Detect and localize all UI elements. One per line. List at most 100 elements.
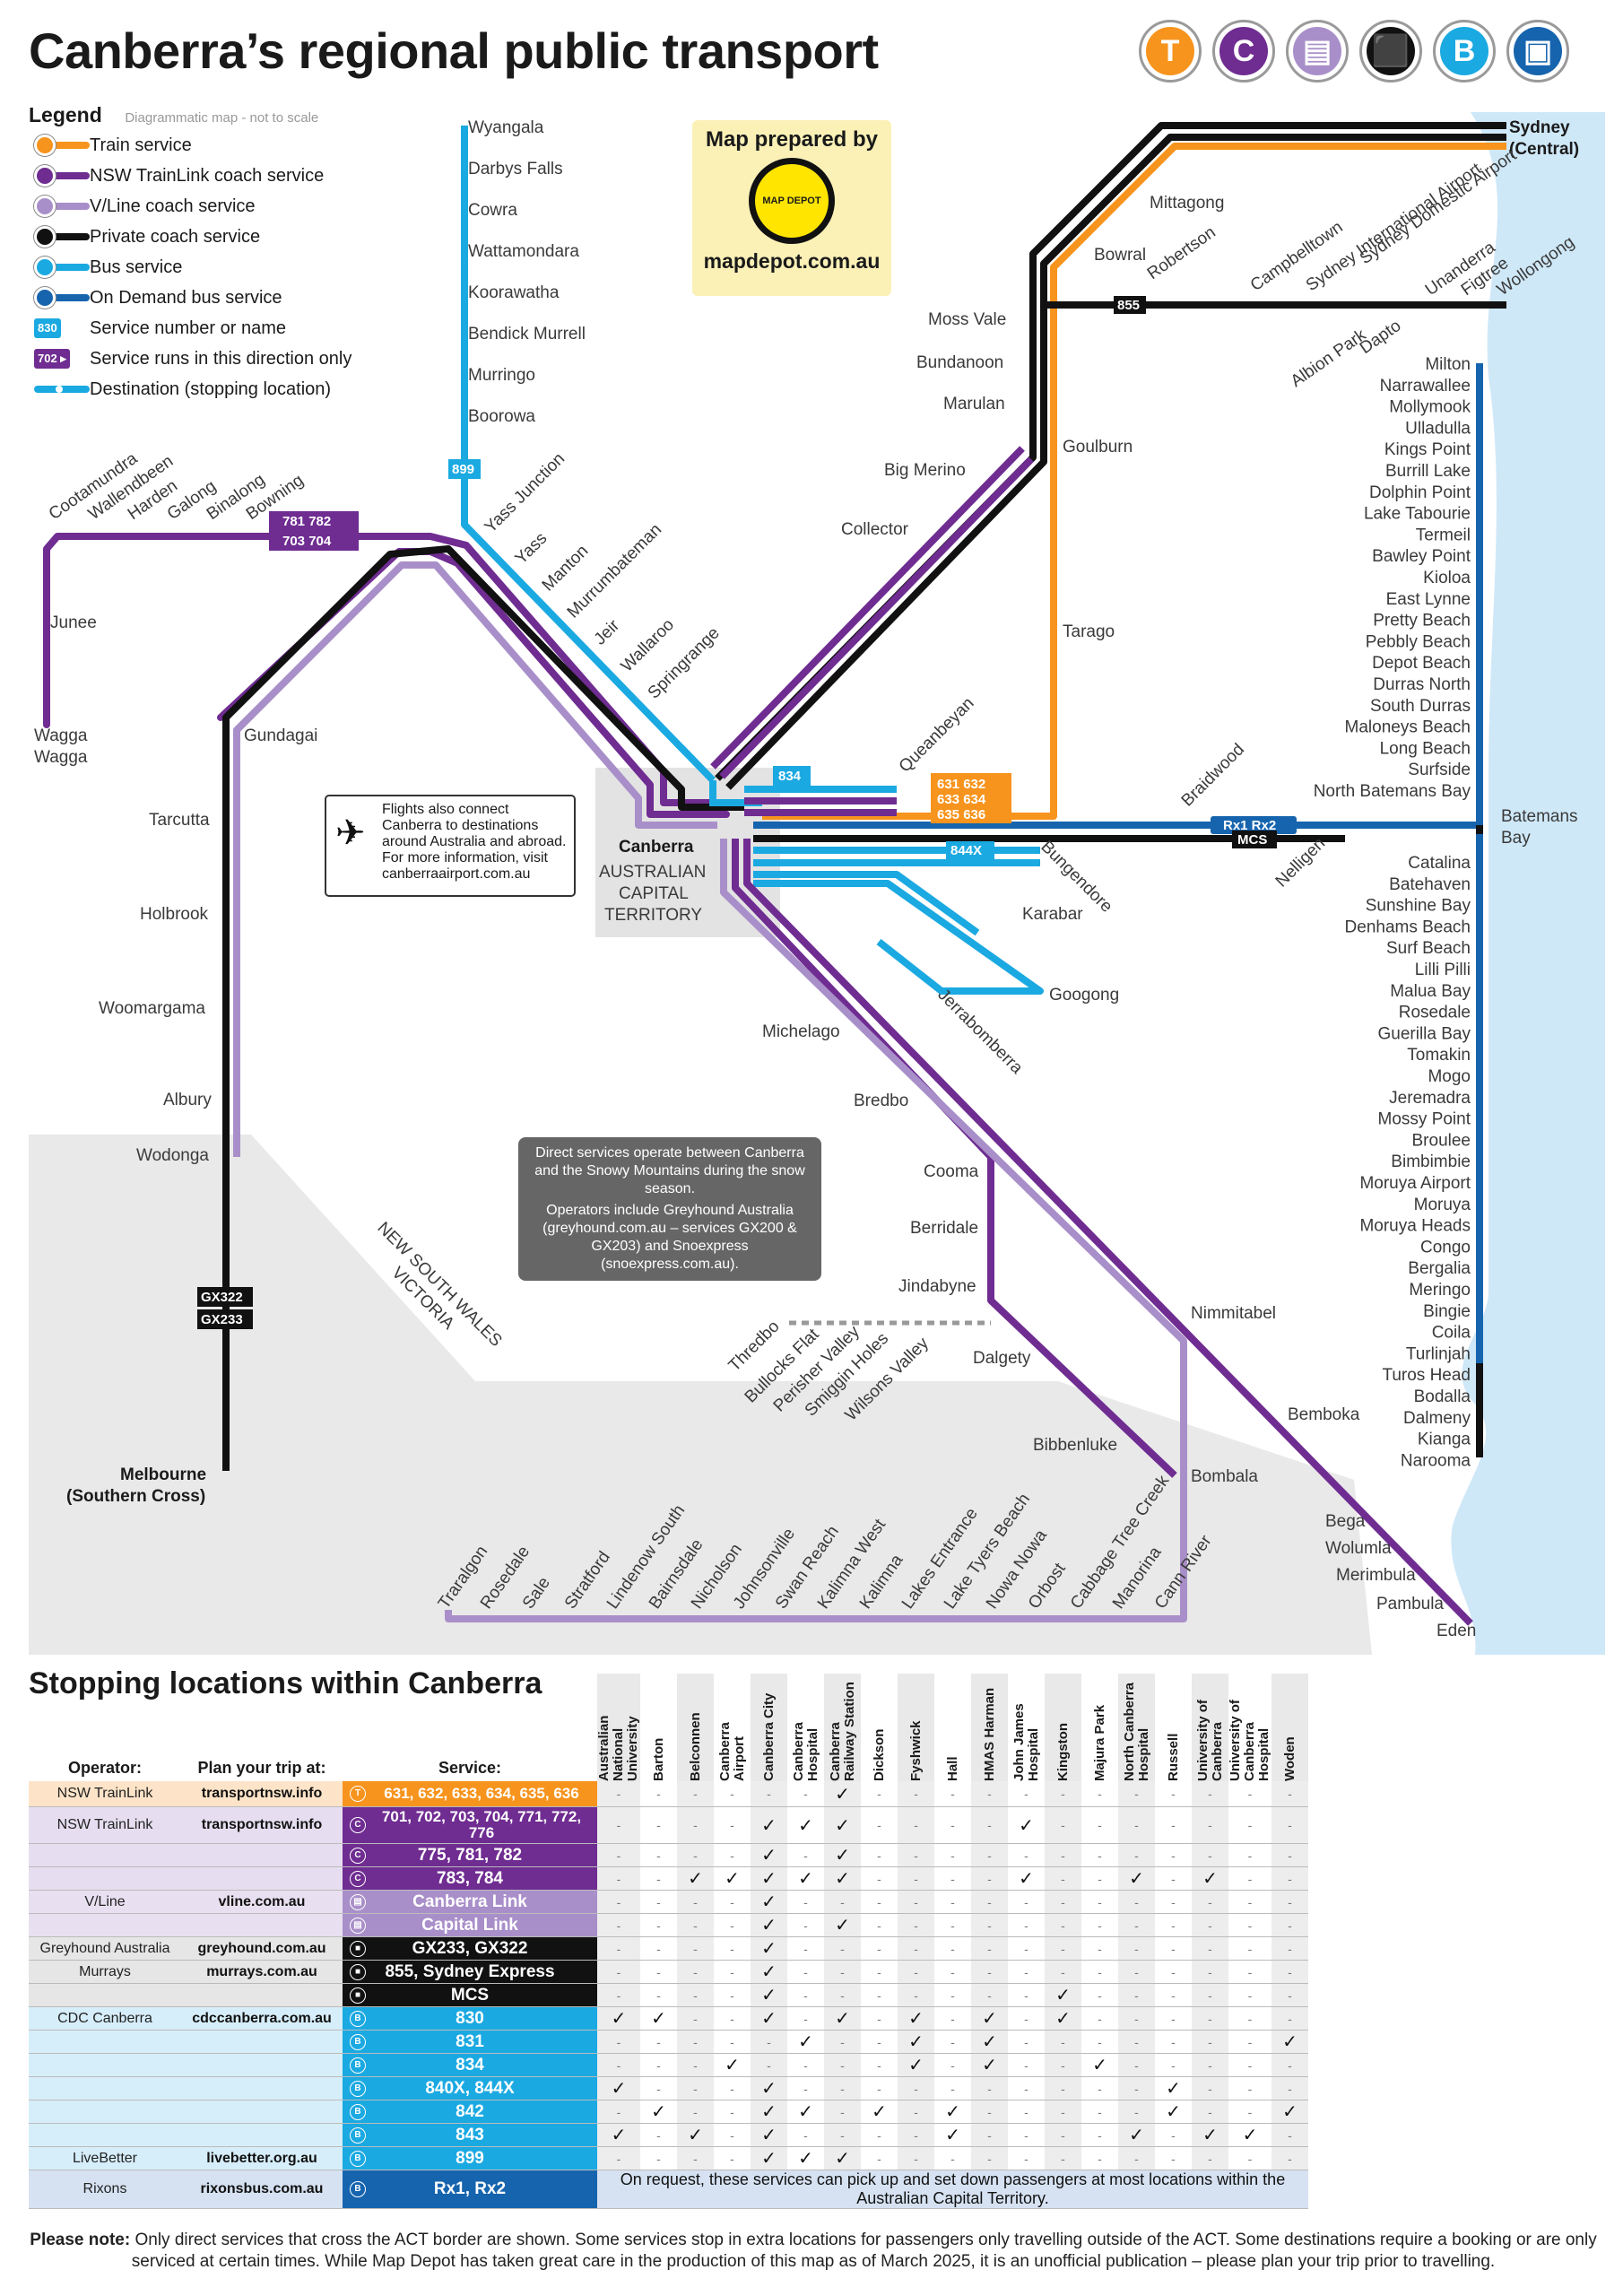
stop-header: Hall [944,1756,960,1781]
stop-cell: - [714,2146,751,2170]
legend-item: Bus service [29,256,182,279]
operator-cell: V/Line [29,1890,181,1914]
stop-cell: - [1008,2030,1045,2054]
route-south [445,839,1473,1626]
stop-cell: ✓ [597,2123,640,2147]
stop-cell: - [1118,1806,1155,1844]
stop-cell: ✓ [751,1983,787,2007]
stop-cell: - [971,1983,1008,2007]
stop-cell: - [1081,1781,1118,1807]
stop-cell: - [1228,2006,1271,2031]
operator-cell: Rixons [29,2170,181,2209]
svg-text:Wolumla: Wolumla [1325,1539,1392,1558]
plan-link[interactable]: transportnsw.info [181,1806,343,1844]
stop-cell: - [1271,1890,1308,1914]
plan-link[interactable]: vline.com.au [181,1890,343,1914]
stop-cell: - [861,1960,898,1984]
stop-cell: - [1192,2076,1228,2100]
plan-link[interactable]: transportnsw.info [181,1781,343,1807]
stop-cell: - [714,1913,751,1937]
stop-cell: - [1192,1983,1228,2007]
on-demand-bus-icon: ▣ [1506,20,1569,83]
stop-cell: ✓ [1045,1983,1081,2007]
stop-cell: - [787,1913,824,1937]
stop-cell: - [934,1806,971,1844]
plan-link[interactable]: livebetter.org.au [181,2146,343,2170]
stop-cell: - [971,2146,1008,2170]
svg-text:633 634: 633 634 [937,792,986,807]
stop-cell: - [677,2053,714,2077]
station-label: Kings Point [1384,440,1471,459]
private-coach-icon: ⬛ [1359,20,1422,83]
mode-icon: T [350,1786,366,1802]
stop-cell: - [1045,2076,1081,2100]
plan-link[interactable]: rixonsbus.com.au [181,2170,343,2209]
stop-cell: - [1118,1936,1155,1961]
stop-cell: - [1045,2053,1081,2077]
svg-text:Murringo: Murringo [468,366,535,385]
svg-text:TERRITORY: TERRITORY [604,906,702,925]
stop-cell: - [1155,2006,1192,2031]
stop-cell: - [1118,2030,1155,2054]
mode-icon: C [350,1817,366,1833]
operator-cell [29,1866,181,1891]
station-label: Jeremadra [1389,1089,1471,1108]
stop-cell: - [1155,1983,1192,2007]
svg-text:Koorawatha: Koorawatha [468,283,560,302]
station-label: Depot Beach [1372,654,1471,673]
header-op: Operator: [67,1759,142,1777]
svg-text:Boorowa: Boorowa [468,407,535,426]
stop-cell: - [1271,1936,1308,1961]
stop-cell: ✓ [971,2053,1008,2077]
stop-cell: - [677,2006,714,2031]
svg-text:Jeir: Jeir [591,616,624,649]
stop-cell: - [714,2100,751,2124]
stop-cell: ✓ [751,1806,787,1844]
legend-item: Train service [29,134,192,157]
stop-cell: - [1008,2006,1045,2031]
stop-cell: - [971,1866,1008,1891]
station-label: North Batemans Bay [1314,782,1471,801]
rixons-note: On request, these services can pick up a… [597,2170,1308,2209]
map-depot-url[interactable]: mapdepot.com.au [703,249,881,273]
stop-cell: - [787,2053,824,2077]
svg-text:Darbys Falls: Darbys Falls [468,160,563,178]
plan-link[interactable]: cdccanberra.com.au [181,2006,343,2031]
tag-mcs: MCS [1237,832,1267,848]
stop-cell: - [1081,1890,1118,1914]
stop-cell: - [1045,1781,1081,1807]
stop-cell: ✓ [787,1806,824,1844]
mode-icon: ■ [350,1940,366,1957]
stop-header: Kingston [1045,1674,1081,1781]
svg-text:Karabar: Karabar [1022,905,1083,924]
svg-text:Eden: Eden [1436,1622,1476,1640]
stop-cell: - [934,2030,971,2054]
stop-cell: - [1118,2146,1155,2170]
stop-cell: - [1271,1913,1308,1937]
svg-text:Braidwood: Braidwood [1178,740,1248,810]
svg-text:Mittagong: Mittagong [1150,194,1224,213]
stop-cell: - [1081,2006,1118,2031]
mode-icon: ▤ [350,1917,366,1934]
plan-link[interactable]: murrays.com.au [181,1960,343,1984]
airplane-icon: ✈ [335,813,366,853]
stop-cell: - [787,1960,824,1984]
stop-cell: - [1271,1866,1308,1891]
stop-cell: ✓ [751,2146,787,2170]
stop-cell: - [1271,2076,1308,2100]
stop-cell: ✓ [1118,1866,1155,1891]
station-label: Mollymook [1389,398,1471,417]
stop-cell: - [1045,1960,1081,1984]
stop-header: Barton [650,1737,666,1781]
stop-cell: - [677,1843,714,1867]
stop-cell: - [1008,2100,1045,2124]
plan-link[interactable]: greyhound.com.au [181,1936,343,1961]
station-label: Coila [1432,1324,1471,1343]
svg-text:Bundanoon: Bundanoon [916,353,1003,372]
